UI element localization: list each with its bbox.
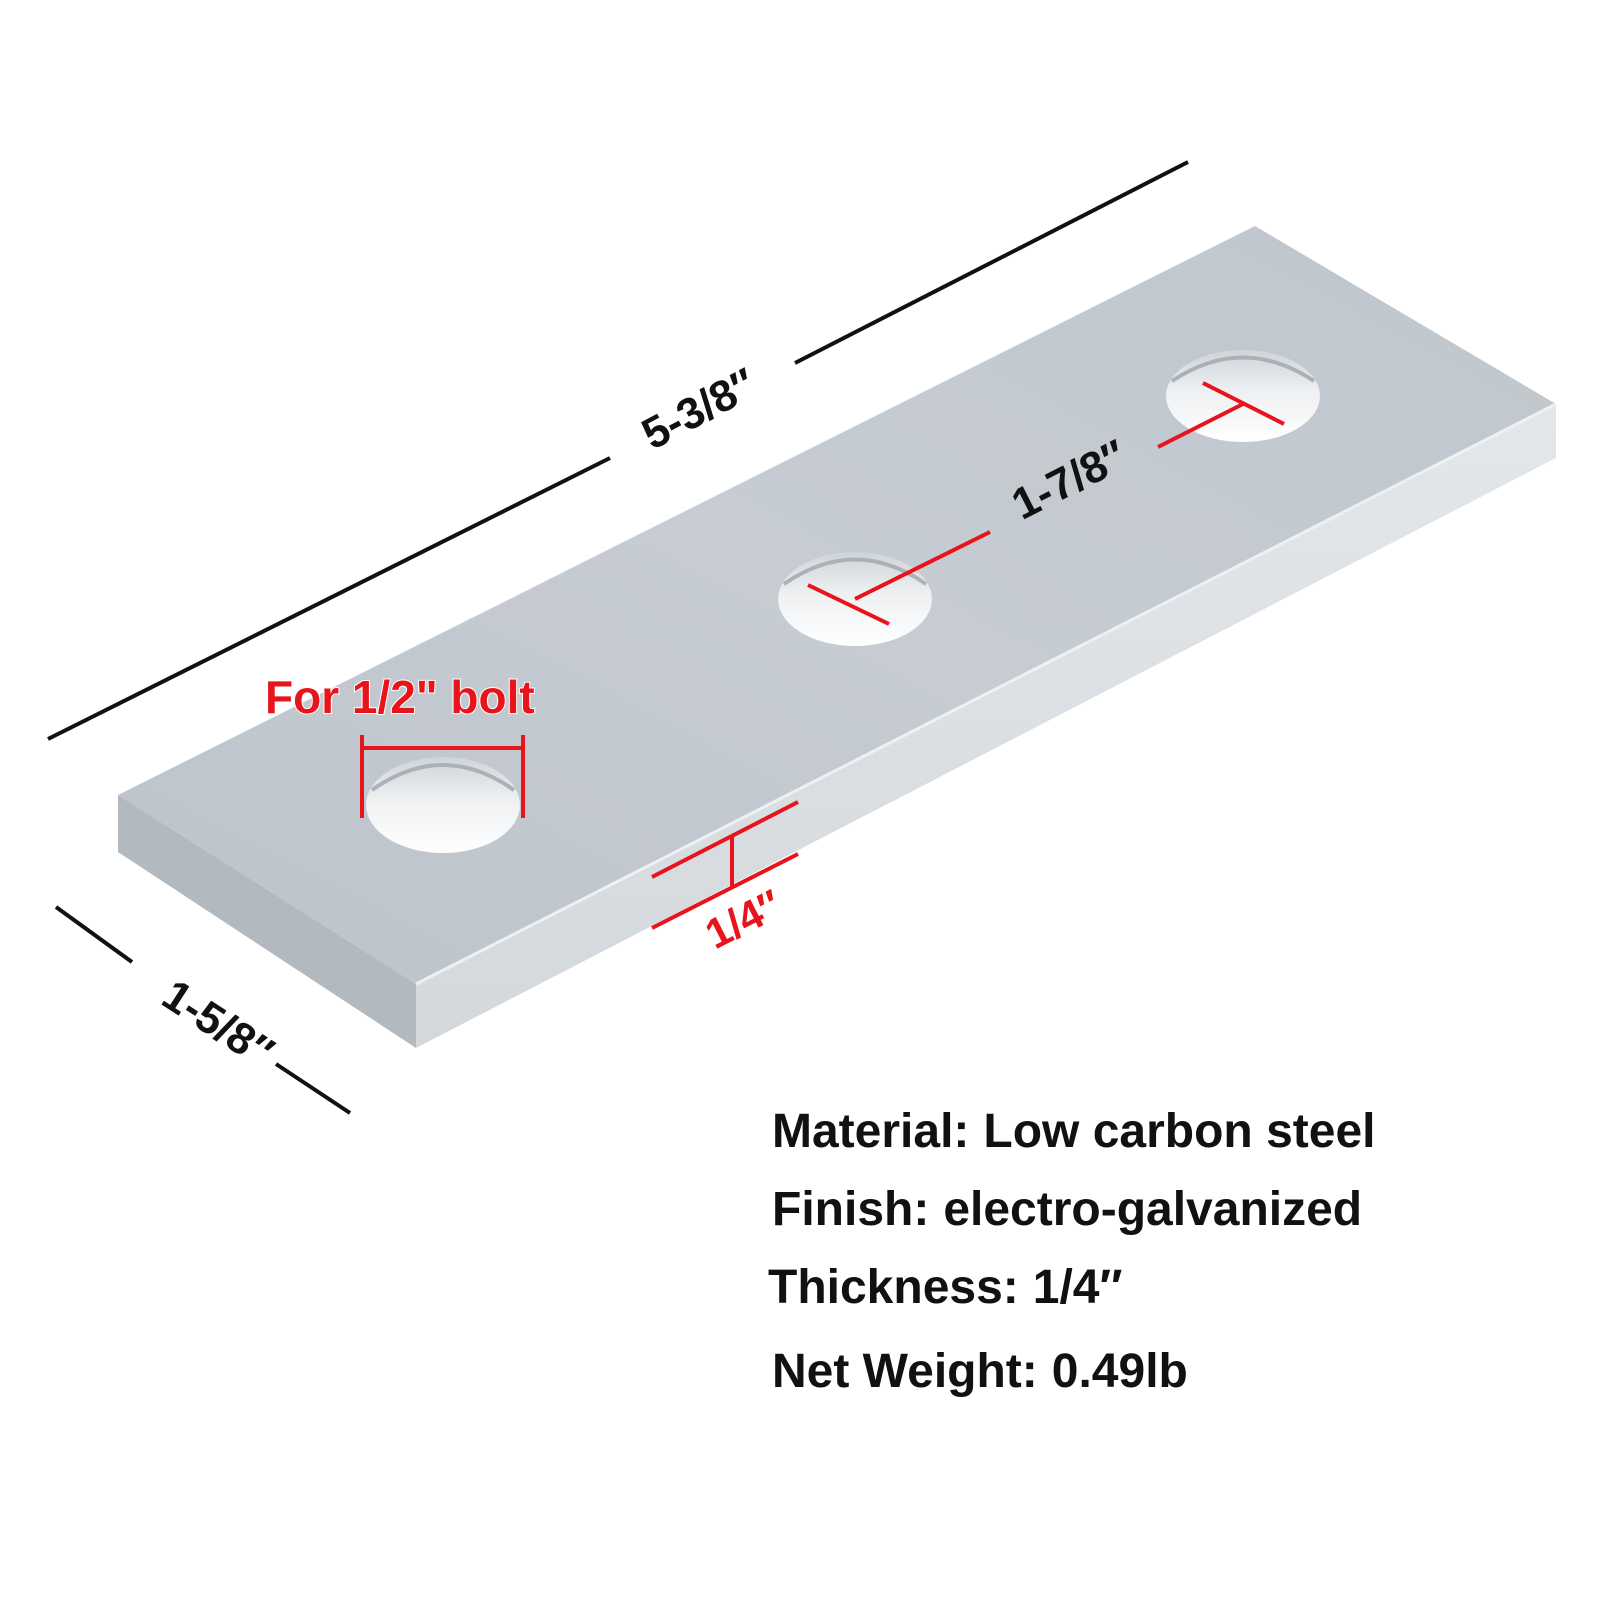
spec-net-weight: Net Weight:0.49lb [772,1348,1188,1396]
bolt-hole-left [366,757,520,853]
hole-spacing-tick-middle [807,583,890,626]
spec-value: 0.49lb [1051,1345,1188,1398]
plate-left-edge [118,795,416,1048]
thickness-extension-bottom [651,852,799,930]
hole-spacing-line-left [854,530,991,601]
bolt-holes [366,350,1320,853]
length-dimension-label: 5-3/8″ [634,359,764,459]
length-dimension-line-right [794,160,1189,365]
spec-label: Material: [772,1105,970,1158]
thickness-extension-top [651,800,799,879]
bolt-hole-right [1166,350,1320,442]
plate-edge-highlight [415,402,1557,986]
width-dimension-line-bottom [274,1062,352,1115]
spec-value: electro-galvanized [943,1183,1363,1236]
length-dimension: 5-3/8″ [47,160,1189,741]
spec-label: Finish: [772,1183,930,1236]
spec-label: Net Weight: [772,1345,1038,1398]
bolt-size-annotation: For 1/2" bolt [264,670,536,818]
length-dimension-line-left [47,456,611,741]
spec-label: Thickness: [768,1261,1019,1314]
width-dimension-label: 1-5/8″ [154,970,282,1077]
spec-finish: Finish:electro-galvanized [772,1186,1362,1234]
spec-value: 1/4″ [1032,1261,1123,1314]
plate-front-edge [416,404,1556,1048]
hole-spacing-line-right [1157,402,1244,449]
spec-value: Low carbon steel [983,1105,1376,1158]
spec-material: Material:Low carbon steel [772,1108,1375,1156]
bolt-size-label: For 1/2" bolt [265,671,535,723]
hole-spacing-tick-right [1202,381,1285,426]
width-dimension-line-top [54,905,134,964]
spec-thickness: Thickness:1/4″ [768,1264,1122,1312]
